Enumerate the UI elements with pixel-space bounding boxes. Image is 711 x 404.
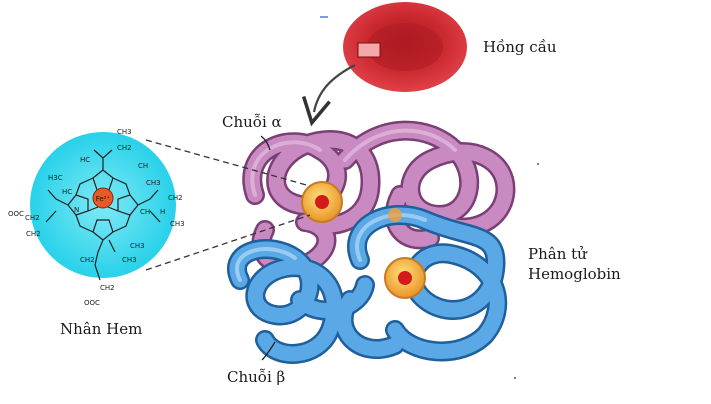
heme-group-beta bbox=[384, 257, 426, 299]
pyrrole-ring-right bbox=[117, 194, 139, 216]
chem-label: CH bbox=[140, 208, 150, 216]
heme-group-hidden bbox=[388, 208, 402, 222]
chem-label: HC bbox=[80, 156, 90, 164]
heme-nucleus: Fe²⁺ CH3 CH2 HC H3C CH HC CH3 CH H N CH2… bbox=[8, 128, 185, 307]
chem-label: H3C bbox=[48, 174, 63, 182]
zoom-line-top bbox=[145, 139, 311, 187]
chem-label: CH2 bbox=[80, 256, 95, 264]
chem-label: CH2 bbox=[25, 214, 40, 222]
alpha-pointer bbox=[260, 135, 271, 151]
chem-label: CH3 bbox=[130, 242, 145, 250]
beta-chain-label: Chuỗi β bbox=[227, 368, 286, 386]
chem-label: CH2 bbox=[26, 230, 41, 238]
heme-group-alpha bbox=[301, 181, 343, 223]
chem-label: CH3 bbox=[117, 128, 132, 136]
red-blood-cell bbox=[343, 2, 467, 92]
chem-label: H bbox=[160, 208, 165, 216]
chem-label: CH3 bbox=[170, 220, 185, 228]
iron-atom bbox=[92, 187, 114, 209]
chem-label: CH2 bbox=[168, 194, 183, 202]
pyrrole-ring-bottom bbox=[92, 219, 114, 241]
zoom-line-bottom bbox=[145, 214, 311, 271]
chem-label: CH2 bbox=[100, 284, 115, 292]
alpha-chains bbox=[242, 120, 516, 277]
alpha-chain-label: Chuỗi α bbox=[222, 113, 282, 131]
molecule-label-line1: Phân tử bbox=[528, 245, 587, 263]
chem-label: CH2 bbox=[117, 144, 132, 152]
chem-label: OOC bbox=[8, 210, 24, 218]
heme-label: Nhân Hem bbox=[60, 320, 143, 338]
iron-label: Fe²⁺ bbox=[96, 195, 111, 203]
red-cell-label: Hồng cầu bbox=[483, 38, 557, 56]
chem-label: CH bbox=[138, 162, 148, 170]
molecule-label-line2: Hemoglobin bbox=[528, 265, 621, 283]
chem-label: HC bbox=[62, 188, 72, 196]
beta-chains bbox=[227, 205, 508, 364]
chem-label: N bbox=[74, 206, 79, 214]
stray-dot bbox=[537, 163, 539, 165]
stray-dot bbox=[514, 377, 516, 379]
pyrrole-ring-left bbox=[67, 194, 89, 216]
zoom-box bbox=[357, 42, 381, 58]
chem-label: CH3 bbox=[122, 256, 137, 264]
chem-label: OOC bbox=[84, 299, 100, 307]
zoom-arrow bbox=[301, 64, 356, 127]
chem-label: CH3 bbox=[146, 179, 161, 187]
beta-pointer bbox=[261, 341, 276, 361]
